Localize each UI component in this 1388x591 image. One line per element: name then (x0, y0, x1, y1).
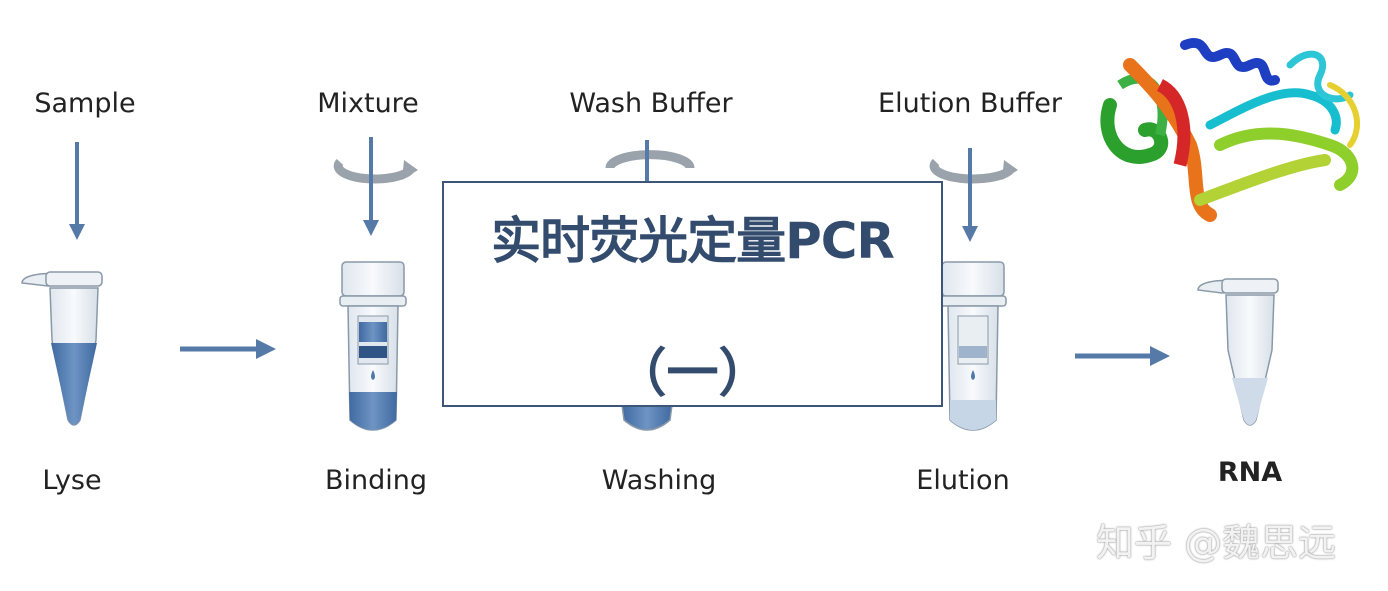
watermark: 知乎 @魏思远 (1096, 521, 1337, 565)
stage-lyse (21, 142, 103, 426)
rotation-arrow-icon (929, 158, 1018, 184)
rotation-arrow-icon (333, 158, 418, 184)
label-sample: Sample (34, 88, 136, 119)
label-mixture: Mixture (317, 88, 419, 119)
stage-elution (929, 148, 1018, 431)
spin-column-icon (939, 261, 1007, 431)
label-elution-buffer: Elution Buffer (878, 88, 1062, 119)
label-elution: Elution (916, 465, 1010, 496)
label-binding: Binding (324, 465, 428, 496)
label-wash-buffer: Wash Buffer (569, 88, 733, 119)
microtube-icon (1197, 278, 1279, 426)
stage-washing (605, 140, 695, 431)
title-box: 实时荧光定量PCR （一） (442, 181, 943, 407)
microtube-icon (21, 271, 103, 426)
page-subtitle: （一） (614, 344, 771, 404)
spin-column-icon (339, 261, 407, 431)
rotation-arrow-icon (605, 150, 695, 169)
page-title: 实时荧光定量PCR (491, 212, 895, 270)
stage-rna (1197, 278, 1279, 426)
label-washing: Washing (601, 465, 717, 496)
label-rna: RNA (1217, 457, 1283, 488)
stage-binding (333, 137, 418, 431)
protein-ribbon-icon (1100, 38, 1361, 222)
spin-column-icon (621, 404, 673, 431)
label-lyse: Lyse (42, 465, 102, 496)
